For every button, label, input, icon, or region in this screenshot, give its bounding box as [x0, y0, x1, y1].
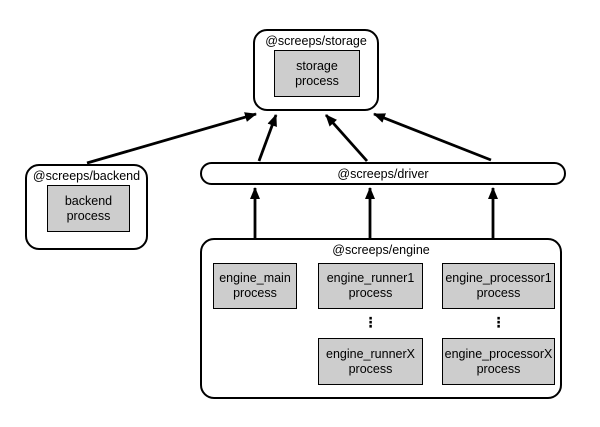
- storage-process-line2: process: [295, 73, 339, 88]
- edge-driver-to-storage-left: [257, 114, 278, 162]
- engine-processor1-process-box: engine_processor1 process: [442, 263, 555, 309]
- backend-group-label: @screeps/backend: [32, 169, 141, 183]
- engine-processorX-line1: engine_processorX: [444, 346, 553, 361]
- node-screeps-engine: @screeps/engine engine_main process engi…: [200, 238, 562, 399]
- engine-main-process-box: engine_main process: [213, 263, 297, 309]
- backend-process-box: backend process: [47, 185, 130, 232]
- engine-processorX-process-box: engine_processorX process: [442, 338, 555, 385]
- engine-runnerX-line1: engine_runnerX: [326, 346, 415, 361]
- storage-process-line1: storage: [296, 58, 338, 73]
- engine-runner1-process-box: engine_runner1 process: [318, 263, 423, 309]
- storage-process-box: storage process: [274, 50, 360, 97]
- driver-group-label: @screeps/driver: [337, 166, 429, 181]
- engine-runnerX-line2: process: [348, 361, 393, 376]
- node-screeps-storage: @screeps/storage storage process: [253, 29, 379, 111]
- node-screeps-driver: @screeps/driver: [200, 162, 566, 185]
- engine-runnerX-process-box: engine_runnerX process: [318, 338, 423, 385]
- storage-group-label: @screeps/storage: [265, 34, 367, 48]
- engine-runner1-line2: process: [348, 286, 393, 300]
- engine-group-label: @screeps/engine: [332, 243, 430, 257]
- node-screeps-backend: @screeps/backend backend process: [25, 164, 148, 250]
- runner-ellipsis: ⋮: [363, 314, 378, 330]
- engine-processor1-line2: process: [476, 286, 521, 300]
- backend-process-line2: process: [66, 208, 111, 223]
- edge-driver-to-storage-mid: [324, 114, 369, 162]
- edge-backend-to-storage: [86, 112, 257, 165]
- backend-process-line1: backend: [64, 193, 113, 208]
- engine-runner1-line1: engine_runner1: [326, 271, 415, 285]
- edge-driver-to-storage-right: [373, 112, 492, 162]
- engine-processorX-line2: process: [476, 361, 521, 376]
- processor-ellipsis: ⋮: [491, 314, 506, 330]
- engine-main-line1: engine_main: [219, 271, 291, 285]
- engine-main-line2: process: [233, 286, 277, 300]
- engine-processor1-line1: engine_processor1: [445, 271, 552, 285]
